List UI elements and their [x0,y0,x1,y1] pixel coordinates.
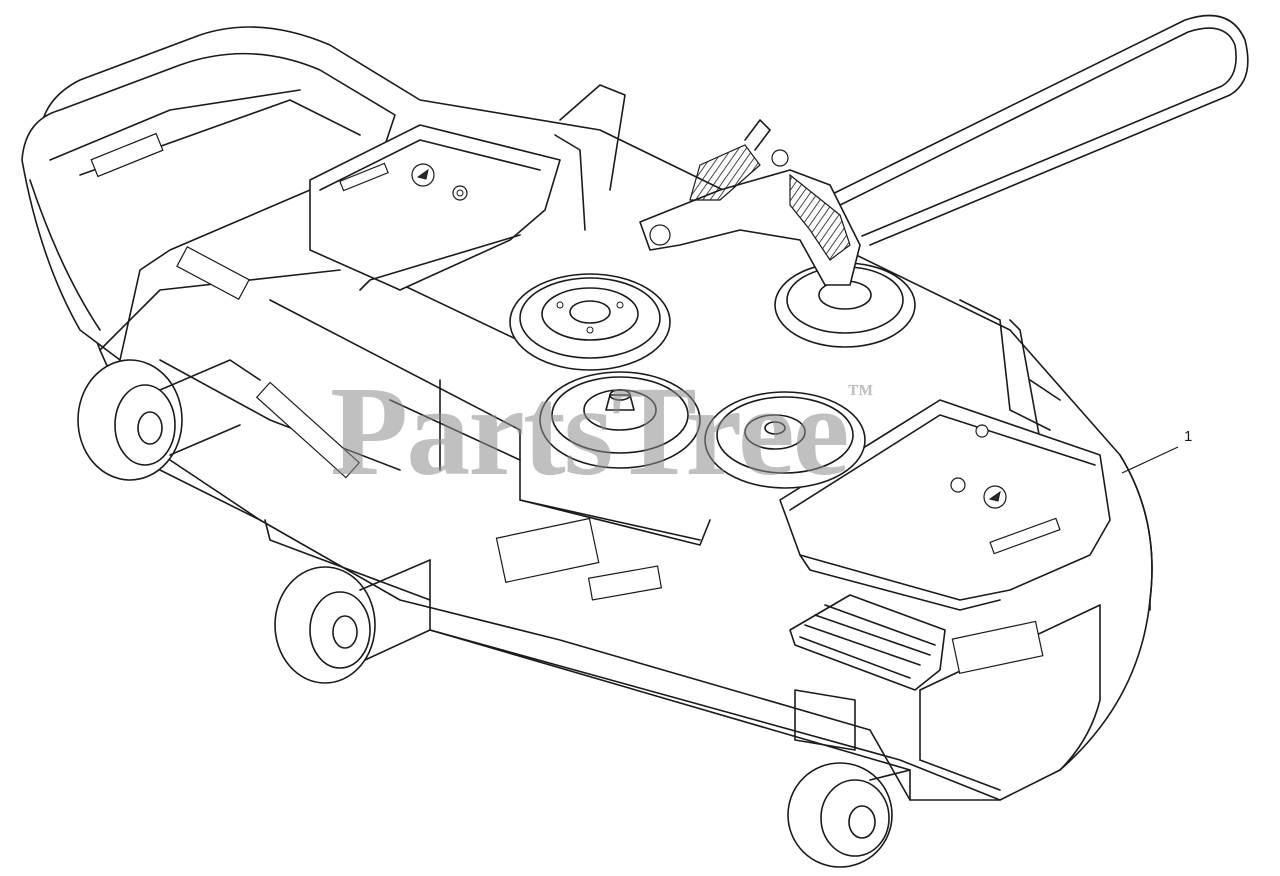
belt [799,14,1249,246]
spindle-pulleys [509,273,866,489]
step-plate [789,594,946,691]
wheel-left-rear [77,359,261,481]
gauge-wheels [77,359,911,868]
wheel-right-front [787,762,911,868]
callout-leader-1 [1121,446,1179,474]
warning-decals [90,132,1044,675]
callout-label-1: 1 [1184,428,1193,445]
tensioner-assembly [554,84,916,348]
belt-cover-left [309,124,561,291]
wheel-left-front [274,559,431,684]
